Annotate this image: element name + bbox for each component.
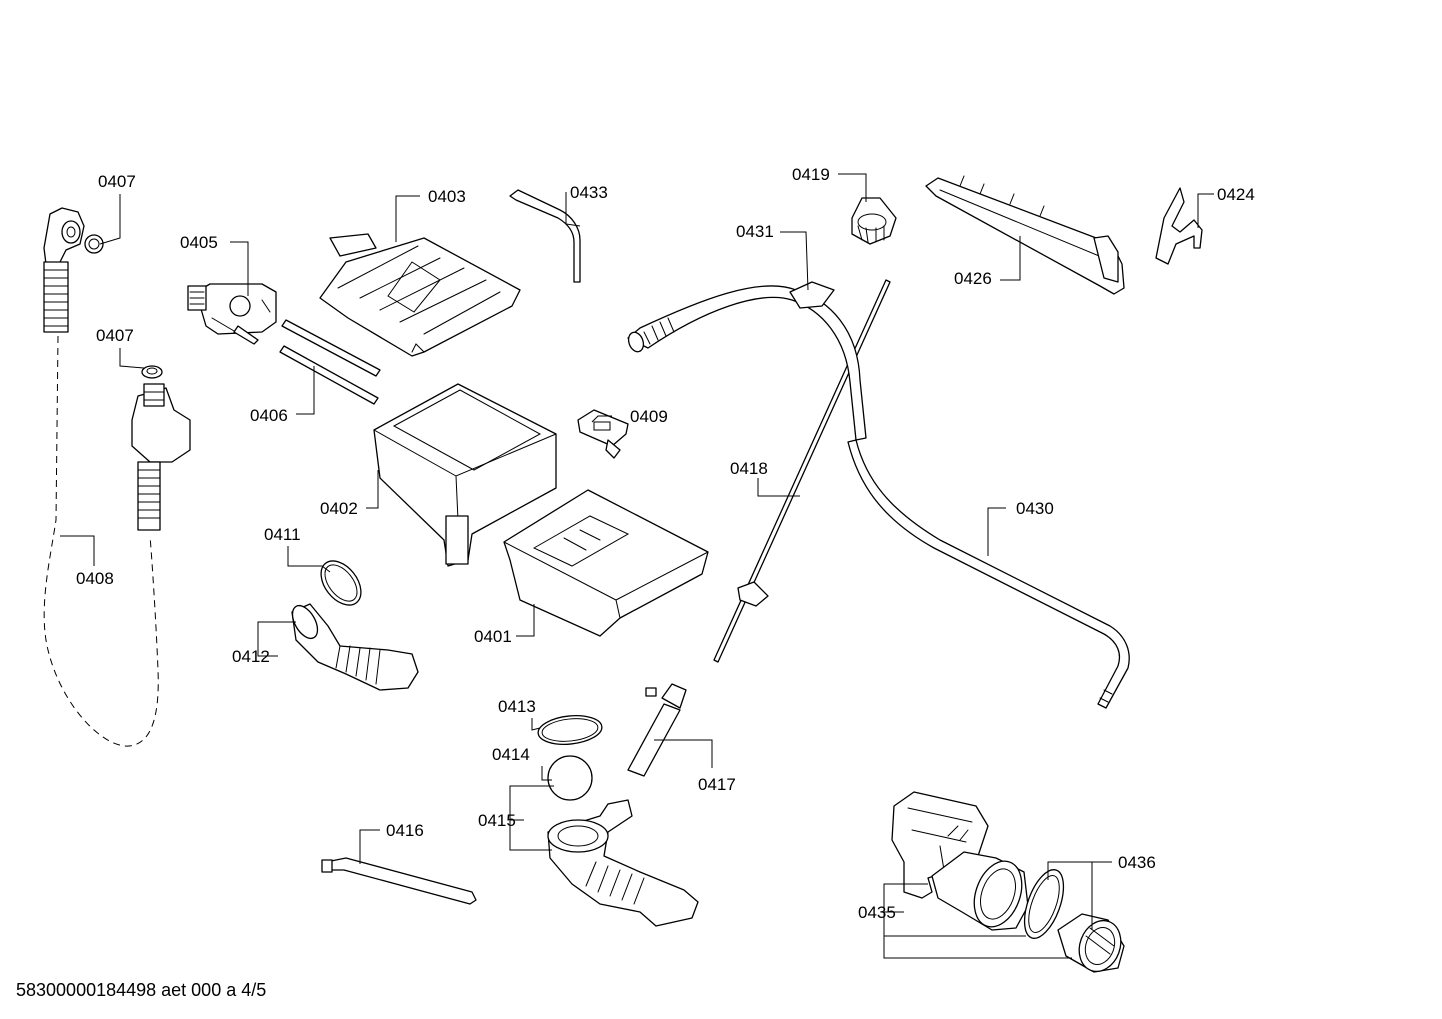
part-0416-small-hose (321, 857, 477, 905)
callout-0414: 0414 (492, 745, 530, 764)
part-0412-bellows-hose (291, 603, 419, 691)
part-0436-ring (1023, 869, 1065, 939)
callout-0417: 0417 (698, 775, 736, 794)
part-0407-seal-ring-lower (141, 365, 163, 379)
part-0433-bent-pipe (509, 189, 581, 283)
part-0435-drain-pump (891, 791, 1029, 931)
part-0431-hose-bend (627, 281, 867, 441)
part-0413-gasket (537, 715, 603, 745)
callout-0406: 0406 (250, 406, 288, 425)
callout-0431: 0431 (736, 222, 774, 241)
part-0407-elbow-and-hose (43, 207, 85, 333)
callout-0403: 0403 (428, 187, 466, 206)
callout-0436: 0436 (1118, 853, 1156, 872)
part-0424-fork-clip (1155, 187, 1203, 265)
part-0405-inlet-valve (187, 283, 277, 345)
callout-0407-lower: 0407 (96, 326, 134, 345)
part-0406-rods (279, 319, 381, 405)
callout-0416: 0416 (386, 821, 424, 840)
callout-0408: 0408 (76, 569, 114, 588)
callout-0419: 0419 (792, 165, 830, 184)
part-0411-ring-seal (320, 560, 362, 606)
callout-0407-top: 0407 (98, 172, 136, 191)
callout-0413: 0413 (498, 697, 536, 716)
callout-0409: 0409 (630, 407, 668, 426)
part-0402-dispenser-housing (373, 383, 557, 567)
callout-0424: 0424 (1217, 185, 1255, 204)
callout-0411: 0411 (264, 525, 301, 544)
part-0408-hose-valve (131, 383, 191, 531)
part-0436-filter (1057, 913, 1125, 973)
part-0414-ball (547, 755, 593, 801)
callout-0418: 0418 (730, 459, 768, 478)
callout-0402: 0402 (320, 499, 358, 518)
callout-0426: 0426 (954, 269, 992, 288)
callout-0405: 0405 (180, 233, 218, 252)
part-0417-cylinder (627, 683, 687, 777)
callout-0430: 0430 (1016, 499, 1054, 518)
part-0403-dispenser-top (319, 233, 521, 357)
part-0401-detergent-drawer (503, 489, 709, 637)
part-0418-long-rod (713, 279, 891, 663)
callout-0415: 0415 (478, 811, 516, 830)
part-0415-sump-housing (547, 799, 699, 927)
hose-0408-dashed-loop (43, 335, 159, 747)
part-0430-drain-pipe (847, 439, 1130, 709)
callout-labels: 0407 0405 0403 0433 0419 0424 0431 0426 … (76, 165, 1255, 922)
part-0419-clamp (851, 197, 897, 245)
leader-lines (60, 173, 1214, 959)
callout-0401: 0401 (474, 627, 512, 646)
callout-0412: 0412 (232, 647, 270, 666)
drawing-reference-footer: 58300000184498 aet 000 a 4/5 (16, 980, 267, 1000)
callout-0435: 0435 (858, 903, 896, 922)
part-0407-seal-ring-top (84, 234, 104, 254)
part-0409-clip (577, 409, 629, 459)
part-0426-support-rail (925, 175, 1125, 295)
callout-0433: 0433 (570, 183, 608, 202)
